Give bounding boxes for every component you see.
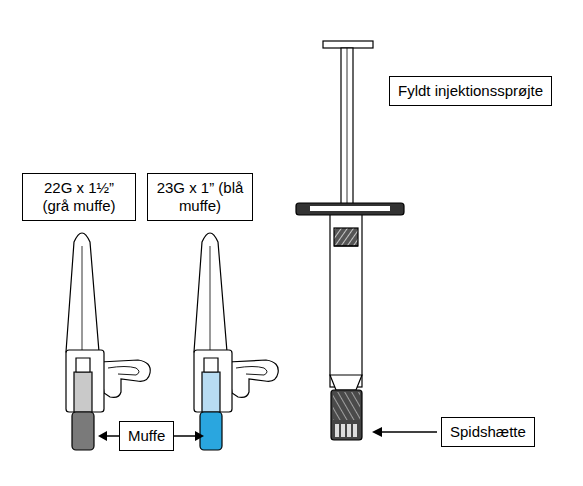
drawing-part — [334, 245, 358, 246]
drawing-part — [100, 360, 150, 397]
blue-needle — [194, 233, 278, 450]
drawing-part — [82, 246, 83, 350]
drawing-part — [210, 246, 211, 350]
drawing-part — [228, 360, 278, 397]
drawing-part — [66, 233, 99, 352]
drawing-part — [335, 424, 357, 437]
drawing-part — [330, 375, 362, 390]
drawing-part — [296, 203, 404, 215]
drawing-part — [333, 392, 360, 420]
label-text: Muffe — [128, 427, 165, 445]
grey-needle — [66, 233, 150, 450]
drawing-part — [194, 350, 232, 412]
drawing-part — [200, 412, 222, 450]
label-text: Spidshætte — [450, 423, 526, 441]
drawing-part — [372, 427, 382, 437]
drawing-part — [76, 358, 90, 372]
label-text: 23G x 1” (blå muffe) — [156, 179, 244, 215]
needle-label-box: 22G x 1½” (grå muffe) — [22, 173, 136, 221]
part-label-box: Spidshætte — [441, 417, 535, 447]
drawing-part — [72, 412, 94, 450]
drawing-part — [202, 372, 220, 412]
label-text: 22G x 1½” (grå muffe) — [31, 179, 127, 215]
drawing-part — [236, 367, 267, 376]
drawing-part — [66, 350, 104, 412]
drawing-part — [74, 372, 92, 412]
label-text: Fyldt injektionssprøjte — [398, 82, 543, 100]
drawing-part — [347, 424, 351, 437]
drawing-part — [334, 228, 358, 246]
drawing-part — [195, 431, 204, 441]
drawing-part — [323, 41, 373, 48]
drawing-part — [331, 390, 362, 440]
drawing-part — [108, 367, 139, 376]
drawing-part — [310, 206, 390, 211]
drawing-part — [330, 212, 362, 387]
needle-label-box: 23G x 1” (blå muffe) — [147, 173, 253, 221]
title-box: Fyldt injektionssprøjte — [389, 76, 552, 106]
drawing-part — [204, 358, 218, 372]
drawing-part — [194, 233, 227, 352]
drawing-part — [98, 431, 107, 441]
drawing-part — [380, 431, 437, 432]
prefilled-syringe — [296, 41, 404, 440]
drawing-part — [335, 424, 339, 437]
drawing-part — [353, 424, 357, 437]
drawing-part — [341, 424, 345, 437]
part-label-box: Muffe — [119, 421, 174, 451]
tip-cap-arrow — [372, 427, 437, 437]
